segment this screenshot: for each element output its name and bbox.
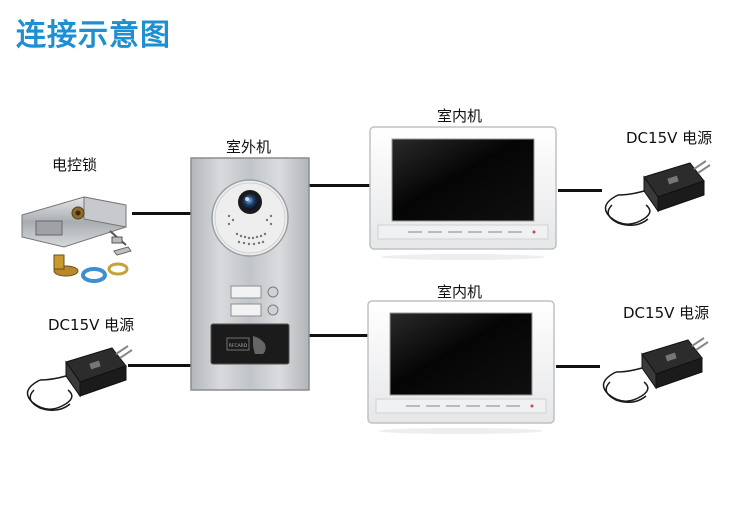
indoor-unit-1-image: [369, 126, 557, 260]
wire-lock-to-outdoor: [132, 212, 192, 215]
outdoor-unit-label: 室外机: [226, 138, 272, 156]
wire-outdoor-to-indoor-2: [308, 334, 368, 337]
outdoor-unit-image: RFCARD: [190, 157, 310, 391]
power-indoor-1-label: DC15V 电源: [626, 129, 713, 147]
diagram-title: 连接示意图: [16, 18, 171, 53]
indoor-unit-1-label: 室内机: [437, 107, 483, 125]
wire-indoor-2-to-power: [556, 365, 600, 368]
rfid-card-text: RFCARD: [229, 343, 248, 349]
power-indoor-2-label: DC15V 电源: [623, 304, 710, 322]
power-adapter-outdoor-image: [26, 345, 133, 411]
wire-power-to-outdoor: [128, 364, 192, 367]
power-adapter-indoor-1-image: [604, 160, 711, 226]
wire-outdoor-to-indoor-1: [308, 184, 370, 187]
wire-indoor-1-to-power: [558, 189, 602, 192]
electric-lock-image: [21, 196, 132, 283]
indoor-unit-2-label: 室内机: [437, 283, 483, 301]
indoor-unit-2-image: [367, 300, 555, 434]
power-adapter-indoor-2-image: [602, 337, 709, 403]
power-outdoor-label: DC15V 电源: [48, 316, 135, 334]
lock-label: 电控锁: [52, 156, 98, 174]
